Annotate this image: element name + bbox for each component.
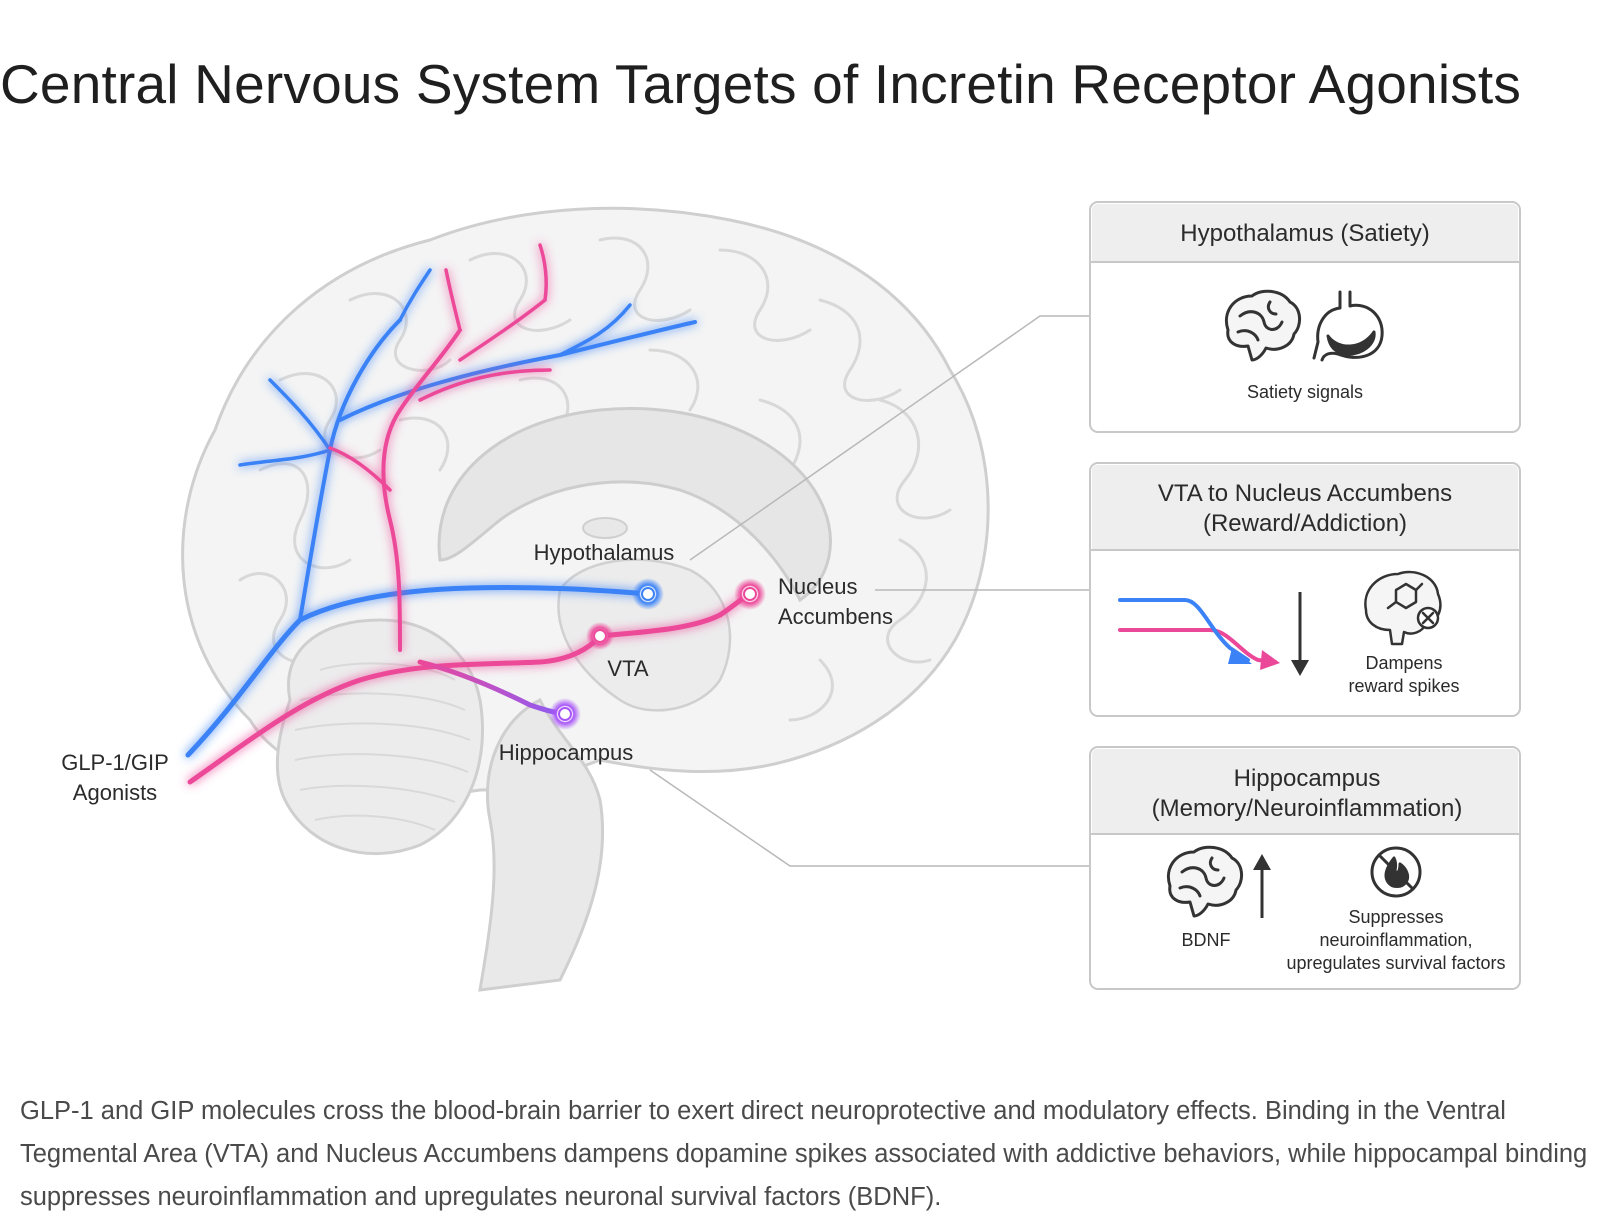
panel-hippocampus-title-line2: (Memory/Neuroinflammation)	[1152, 795, 1463, 822]
corpus-callosum	[437, 406, 832, 603]
brainstem	[478, 697, 605, 992]
effect-line1: Suppresses	[1348, 907, 1443, 927]
panel-hypothalamus: Hypothalamus (Satiety) Satiety signals	[1089, 201, 1521, 433]
down-arrow-icon	[1291, 592, 1309, 676]
panel-vta-caption-line2: reward spikes	[1348, 676, 1459, 696]
brain-illustration	[181, 206, 990, 992]
diagram: GLP-1/GIP Agonists Hypothalamus Nucleus …	[61, 201, 1521, 992]
nucleus-label-line1: Nucleus	[778, 574, 857, 599]
glp1-pathway	[185, 268, 697, 758]
panel-hypothalamus-caption: Satiety signals	[1247, 382, 1363, 402]
panel-hippocampus: Hippocampus (Memory/Neuroinflammation) B…	[1089, 746, 1521, 990]
up-arrow-icon	[1253, 854, 1271, 918]
stomach-icon	[1312, 290, 1384, 362]
agonists-label-line1: GLP-1/GIP	[61, 750, 169, 775]
no-fire-icon	[1370, 846, 1422, 898]
agonists-label-line2: Agonists	[73, 780, 157, 805]
brain-dopamine-blocked-icon	[1364, 570, 1442, 646]
effect-line2: neuroinflammation,	[1319, 930, 1472, 950]
brain-icon	[1167, 845, 1243, 918]
figure-caption: GLP-1 and GIP molecules cross the blood-…	[20, 1097, 1588, 1211]
bdnf-label: BDNF	[1182, 930, 1231, 950]
brain-icon	[1225, 289, 1301, 362]
page-title: Central Nervous System Targets of Incret…	[0, 53, 1522, 115]
connector-lines	[649, 315, 1090, 867]
panel-vta-title-line2: (Reward/Addiction)	[1203, 510, 1407, 537]
converging-arrows-icon	[1118, 598, 1280, 670]
panel-vta-title-line1: VTA to Nucleus Accumbens	[1158, 480, 1452, 507]
hippocampus-label: Hippocampus	[499, 740, 634, 765]
panel-hippocampus-title-line1: Hippocampus	[1234, 765, 1381, 792]
effect-line3: upregulates survival factors	[1286, 953, 1505, 973]
panel-hypothalamus-title: Hypothalamus (Satiety)	[1180, 220, 1429, 247]
panel-vta-caption-line1: Dampens	[1365, 653, 1442, 673]
panel-vta: VTA to Nucleus Accumbens (Reward/Addicti…	[1089, 462, 1521, 717]
cerebellum	[275, 618, 484, 856]
vta-label: VTA	[607, 656, 648, 681]
nucleus-label-line2: Accumbens	[778, 604, 893, 629]
hypothalamus-label: Hypothalamus	[534, 540, 675, 565]
thalamus	[557, 558, 732, 712]
